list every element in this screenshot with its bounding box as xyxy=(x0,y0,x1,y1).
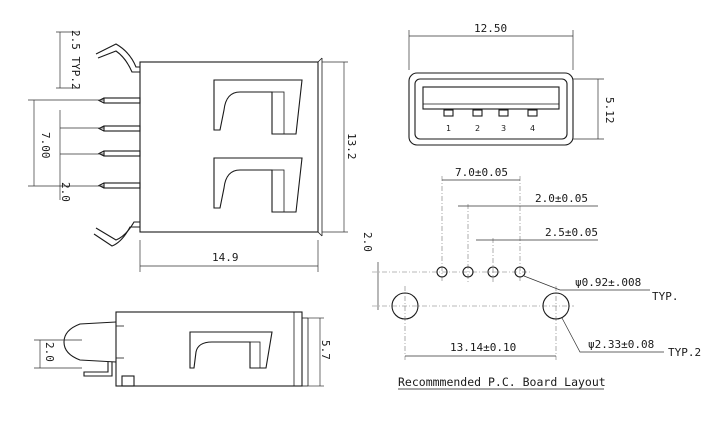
signal-hole xyxy=(436,266,448,278)
signal-hole-callout: ψ0.92±.008 xyxy=(575,276,641,289)
lower-spring-contact xyxy=(213,157,303,213)
front-pin-contacts xyxy=(443,109,538,117)
signal-hole-note: TYP. xyxy=(652,290,679,303)
pin-number-1: 1 xyxy=(446,124,451,133)
dim-body-length: 14.9 xyxy=(212,251,239,264)
dim-front-width: 12.50 xyxy=(474,22,507,35)
front-view: 1 2 3 4 12.50 5.12 xyxy=(408,22,616,146)
pin xyxy=(103,125,141,132)
dim-pitch-total: 7.0±0.05 xyxy=(455,166,508,179)
top-view-leg xyxy=(83,362,113,377)
pin-contact xyxy=(443,109,454,117)
dim-pin-span: 7.00 xyxy=(39,132,52,159)
dim-pitch-outer: 2.5±0.05 xyxy=(545,226,598,239)
dim-front-height: 5.12 xyxy=(603,97,616,124)
front-view-shell xyxy=(408,72,574,146)
side-view: 2.5 TYP.2 7.00 2.0 13.2 14.9 xyxy=(28,30,358,272)
lower-mount-leg xyxy=(95,221,140,241)
pin-number-2: 2 xyxy=(475,124,480,133)
top-view-body xyxy=(115,311,303,387)
mount-hole-note: TYP.2 xyxy=(668,346,701,359)
pin xyxy=(103,182,141,189)
pin-contact xyxy=(527,109,538,117)
dim-pin-pitch-typ: 2.5 TYP.2 xyxy=(69,30,82,90)
pin-number-3: 3 xyxy=(501,124,506,133)
dim-mount-spacing: 13.14±0.10 xyxy=(450,341,516,354)
top-view: 2.0 5.7 xyxy=(34,311,332,387)
signal-holes xyxy=(436,266,526,278)
dim-pitch-middle: 2.0±0.05 xyxy=(535,192,588,205)
pcb-layout: 7.0±0.05 2.0±0.05 2.5±0.05 2.0 ψ0.92±.00… xyxy=(361,166,701,390)
dim-top-height: 5.7 xyxy=(319,340,332,360)
pin xyxy=(103,97,141,104)
pin-contact xyxy=(498,109,509,117)
signal-hole xyxy=(462,266,474,278)
mount-hole-right xyxy=(542,292,570,320)
mount-hole-left xyxy=(391,292,419,320)
top-view-pin-body xyxy=(63,321,117,363)
pin xyxy=(103,150,141,157)
dim-pin-offset: 2.0 xyxy=(59,182,72,202)
mount-hole-leader xyxy=(561,317,664,353)
signal-hole xyxy=(514,266,526,278)
pin-number-4: 4 xyxy=(530,124,535,133)
signal-hole-leader xyxy=(523,275,650,291)
usb-port-opening xyxy=(422,86,560,110)
dim-body-height: 13.2 xyxy=(345,133,358,160)
upper-mount-leg xyxy=(95,43,140,68)
dim-row-offset: 2.0 xyxy=(361,232,374,252)
signal-hole xyxy=(487,266,499,278)
side-pins xyxy=(97,97,141,189)
pcb-layout-title: Recommmended P.C. Board Layout xyxy=(398,375,606,389)
dim-top-pin-offset: 2.0 xyxy=(43,342,56,362)
mount-hole-callout: ψ2.33±0.08 xyxy=(588,338,654,351)
side-view-body xyxy=(139,61,319,233)
pin-contact xyxy=(472,109,483,117)
upper-spring-contact xyxy=(213,79,303,135)
